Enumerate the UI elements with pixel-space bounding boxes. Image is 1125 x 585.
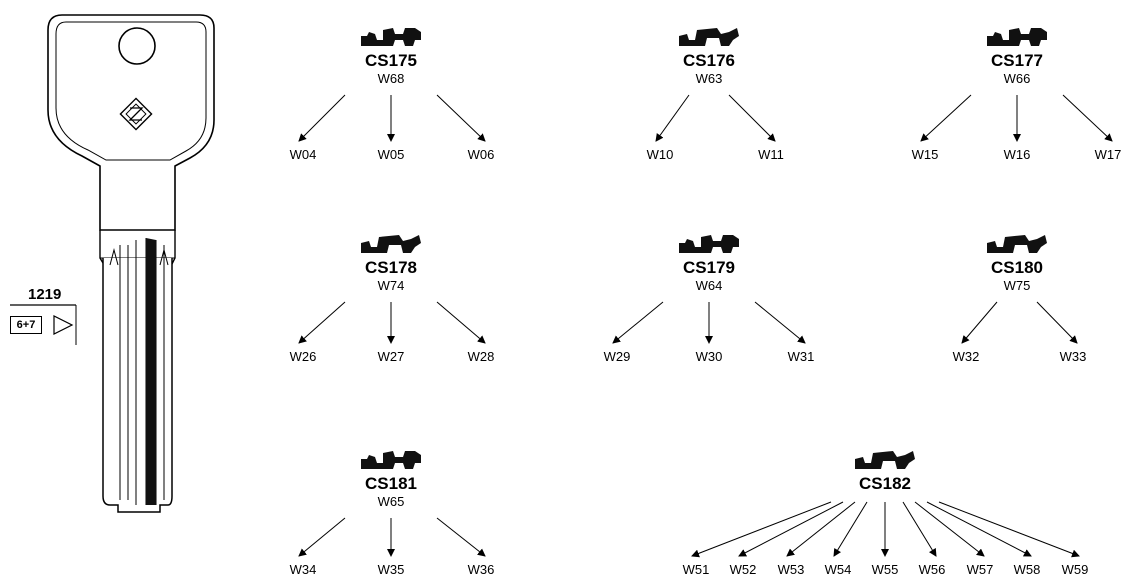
branch-arrow (938, 501, 1080, 558)
branch-arrow (298, 94, 346, 142)
branch-arrow (914, 501, 985, 557)
wafer-variant-label: W55 (871, 562, 899, 577)
branch-arrow (612, 301, 664, 344)
branch-arrow (786, 501, 856, 557)
wafer-variant-label: W31 (787, 349, 815, 364)
cylinder-code: CS178 (365, 258, 417, 277)
wafer-code: W68 (377, 71, 405, 86)
keyway-profile-icon (987, 28, 1047, 46)
branch-arrow (738, 501, 844, 557)
branch-arrow (728, 94, 776, 142)
cylinder-code: CS177 (991, 51, 1043, 70)
keyway-profile-icon (987, 235, 1047, 253)
wafer-variant-label: W17 (1094, 147, 1122, 162)
key-number: 1219 (28, 286, 62, 303)
wafer-variant-label: W05 (377, 147, 405, 162)
branch-arrow (655, 94, 690, 142)
wafer-variant-label: W32 (952, 349, 980, 364)
wafer-variant-label: W35 (377, 562, 405, 577)
cylinder-code: CS176 (683, 51, 735, 70)
wafer-variant-label: W56 (918, 562, 946, 577)
branch-arrow (902, 501, 937, 557)
keyway-profile-icon (855, 451, 915, 469)
wafer-variant-label: W11 (758, 147, 784, 162)
wafer-variant-label: W16 (1003, 147, 1031, 162)
branch-arrow (926, 501, 1032, 557)
wafer-variant-label: W51 (682, 562, 710, 577)
wafer-variant-label: W28 (467, 349, 495, 364)
cylinder-code: CS175 (365, 51, 417, 70)
keyway-profile-icon (679, 235, 739, 253)
branch-arrow (298, 301, 346, 344)
wafer-code: W65 (377, 494, 405, 509)
wafer-variant-label: W04 (289, 147, 317, 162)
keyway-profile-icon (361, 235, 421, 253)
branch-arrow (691, 501, 832, 558)
wafer-variant-label: W29 (603, 349, 631, 364)
branch-arrow (833, 501, 868, 557)
wafer-variant-label: W52 (729, 562, 757, 577)
wafer-variant-label: W15 (911, 147, 939, 162)
wafer-code: W64 (695, 278, 723, 293)
wafer-variant-label: W53 (777, 562, 805, 577)
cylinder-code: CS180 (991, 258, 1043, 277)
branch-arrow (436, 517, 486, 557)
cylinder-code: CS182 (859, 474, 911, 493)
wafer-variant-label: W30 (695, 349, 723, 364)
cylinder-code: CS181 (365, 474, 417, 493)
keyway-profile-icon (679, 28, 739, 46)
wafer-variant-label: W10 (646, 147, 674, 162)
wafer-variant-label: W58 (1013, 562, 1041, 577)
wafer-code: W75 (1003, 278, 1031, 293)
wafer-variant-label: W57 (966, 562, 994, 577)
wafer-variant-label: W27 (377, 349, 405, 364)
wafer-variant-label: W54 (824, 562, 852, 577)
wafer-variant-label: W06 (467, 147, 495, 162)
wafer-code: W63 (695, 71, 723, 86)
wafer-variant-label: W26 (289, 349, 317, 364)
keyway-profile-icon (361, 28, 421, 46)
branch-arrow (754, 301, 806, 344)
wafer-variant-label: W33 (1059, 349, 1087, 364)
branch-arrow (1036, 301, 1078, 344)
branch-arrow (298, 517, 346, 557)
cuts-badge: 6+7 (10, 316, 42, 334)
key-blank-illustration (10, 14, 215, 513)
wafer-variant-label: W36 (467, 562, 495, 577)
keyway-profile-icon (361, 451, 421, 469)
wafer-variant-label: W34 (289, 562, 317, 577)
branch-arrow (1062, 94, 1113, 142)
branch-arrow (436, 301, 486, 344)
cylinder-code: CS179 (683, 258, 735, 277)
wafer-code: W74 (377, 278, 405, 293)
branch-arrow (920, 94, 972, 142)
branch-arrow (961, 301, 998, 344)
wafer-code: W66 (1003, 71, 1031, 86)
branch-arrow (436, 94, 486, 142)
wafer-variant-label: W59 (1061, 562, 1089, 577)
